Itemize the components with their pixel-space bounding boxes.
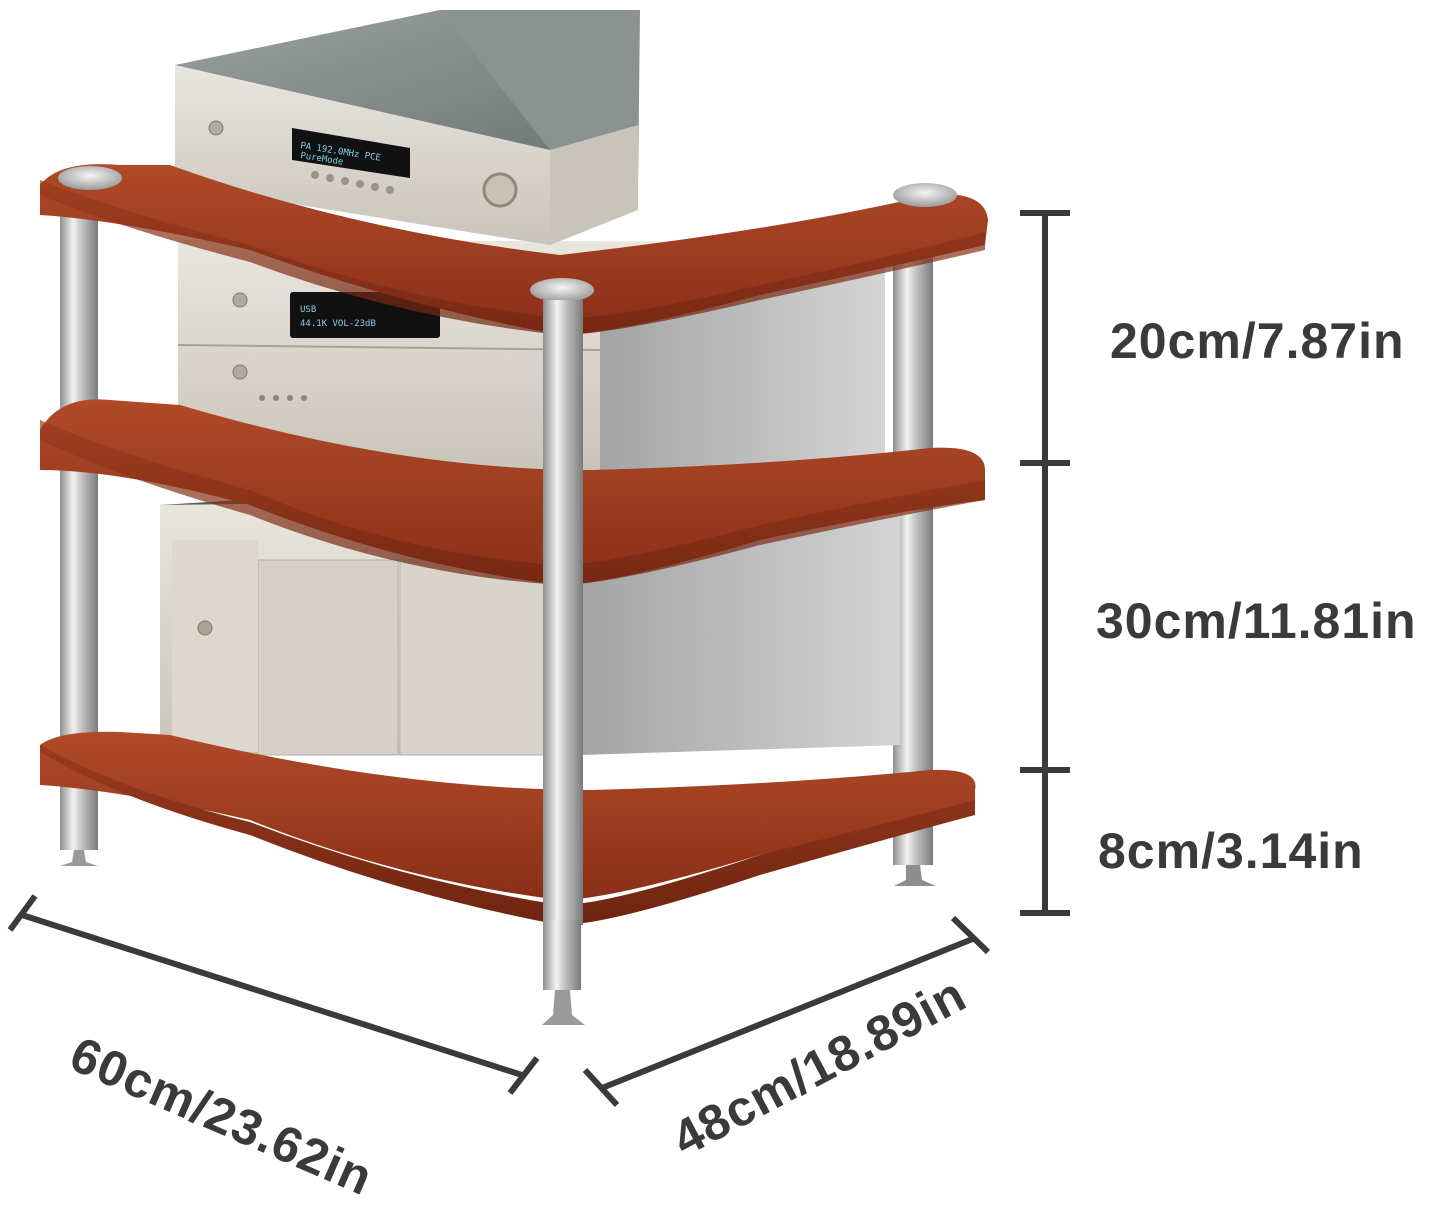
rack-illustration: USB 44.1K VOL-23dB PA 192.0MHz PCE PureM… xyxy=(7,10,1070,1108)
svg-text:USB: USB xyxy=(300,305,316,315)
product-dimension-image: USB 44.1K VOL-23dB PA 192.0MHz PCE PureM… xyxy=(7,10,1417,1206)
svg-text:44.1K VOL-23dB: 44.1K VOL-23dB xyxy=(300,319,376,329)
height-bottom-label: 8cm/3.14in xyxy=(1098,823,1364,879)
depth-dimension-line xyxy=(582,915,991,1108)
top-shelf xyxy=(40,164,988,335)
middle-shelf xyxy=(40,399,985,585)
width-dimension-line xyxy=(7,894,540,1095)
height-middle-label: 30cm/11.81in xyxy=(1096,593,1417,649)
front-pole xyxy=(542,300,585,1025)
height-top-label: 20cm/7.87in xyxy=(1110,313,1405,369)
height-dimension-line xyxy=(1020,210,1070,916)
bottom-shelf xyxy=(40,731,976,925)
